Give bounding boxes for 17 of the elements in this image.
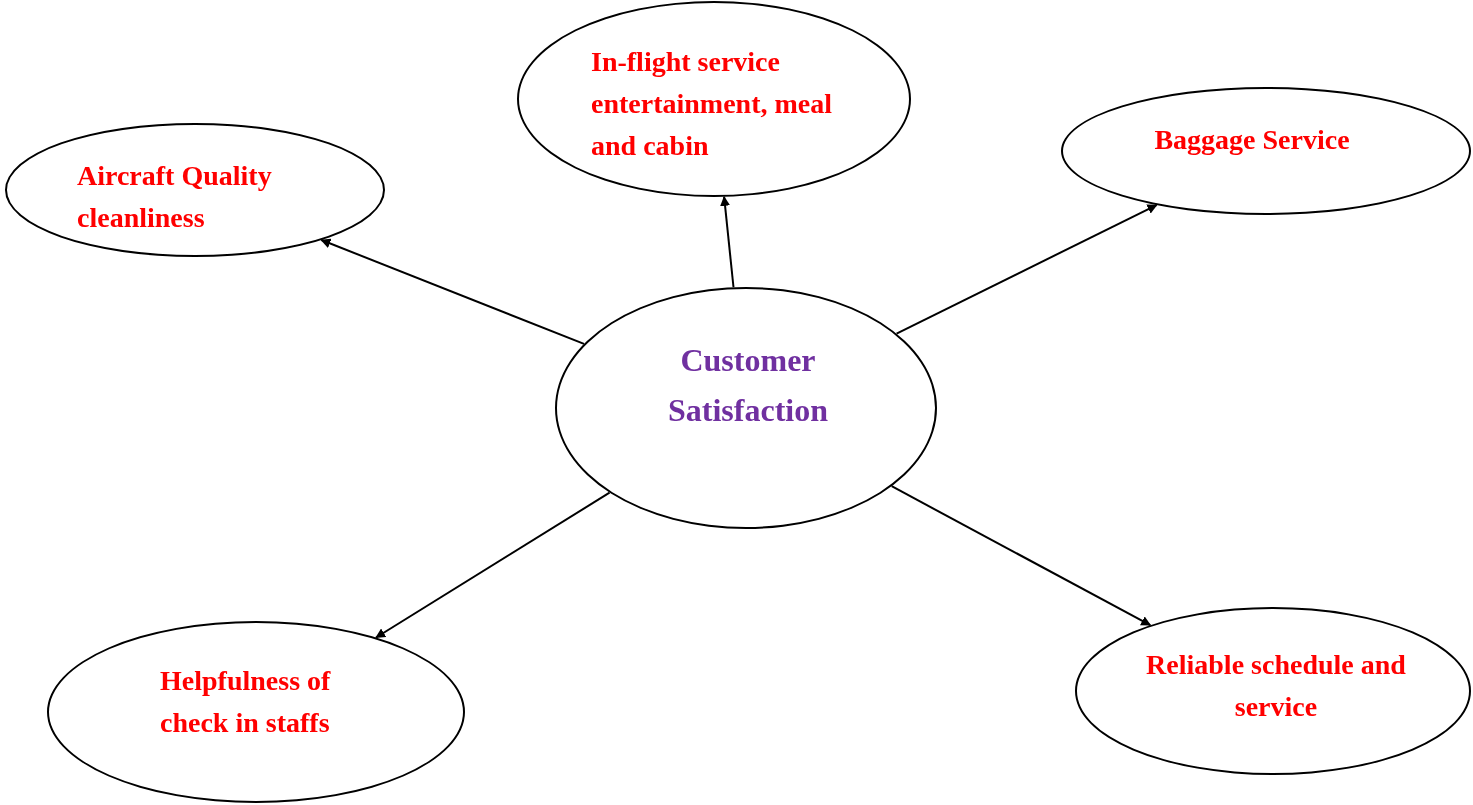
arrow [895, 204, 1158, 335]
arrow [890, 485, 1152, 627]
arrow [320, 238, 585, 345]
ellipse-node [47, 621, 465, 803]
ellipse-node [517, 1, 911, 197]
arrow [375, 491, 611, 639]
node-label: Baggage Service [1153, 123, 1351, 157]
ellipse-node [5, 123, 385, 257]
ellipse-node [1075, 607, 1471, 775]
node-label: In-flight service entertainment, meal and cabin [591, 45, 834, 163]
arrow [720, 195, 735, 289]
node-label: Aircraft Quality cleanliness [77, 159, 273, 235]
ellipse-node [555, 287, 937, 529]
ellipse-node [1061, 87, 1471, 215]
node-label: Helpfulness of check in staffs [160, 664, 332, 740]
node-label: Customer Satisfaction [667, 341, 829, 430]
node-label: Reliable schedule and service [1145, 648, 1407, 724]
